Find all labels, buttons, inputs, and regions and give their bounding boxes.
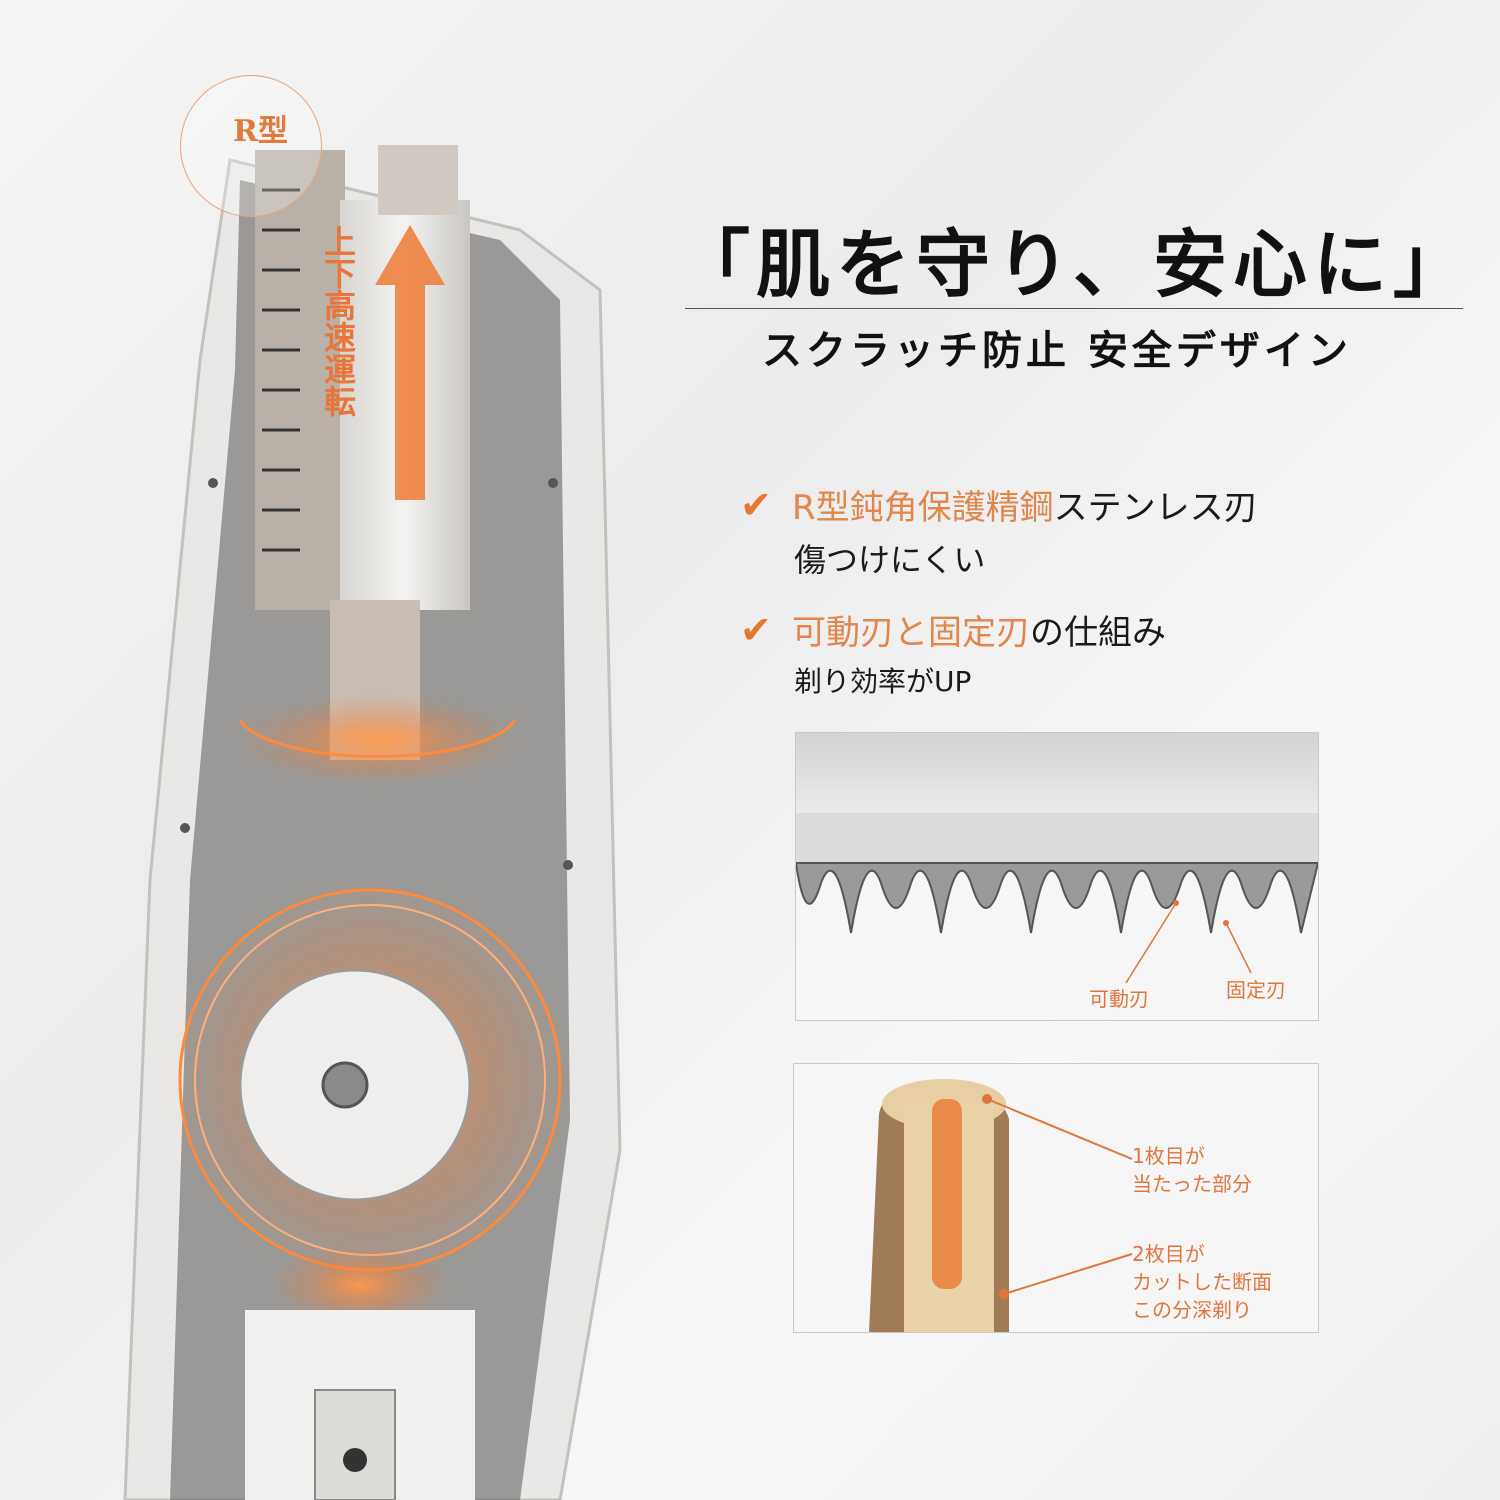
first-blade-annotation: 1枚目が 当たった部分 <box>1132 1142 1252 1198</box>
blade-teeth-diagram: 可動刃 固定刃 <box>795 732 1319 1021</box>
annotation-line: カットした断面 <box>1132 1270 1272 1294</box>
vertical-motion-label: 上下高速運転 <box>319 225 357 417</box>
feature-blade-mechanism: ✔ 可動刃と固定刃の仕組み 剃り効率がUP <box>740 605 1166 700</box>
subtitle: スクラッチ防止 安全デザイン <box>762 327 1352 374</box>
feature-text: ステンレス刃 <box>1053 488 1258 528</box>
main-title: 「肌を守り、安心に」 <box>676 222 1474 308</box>
hair-cross-section-illustration <box>869 1079 1133 1332</box>
annotation-line: 1枚目が <box>1132 1144 1205 1168</box>
fixed-blade-label: 固定刃 <box>1226 978 1286 1002</box>
annotation-line: 当たった部分 <box>1132 1172 1252 1196</box>
feature-highlight: R型鈍角保護精鋼 <box>792 488 1054 528</box>
feature-detail: 剃り効率がUP <box>794 665 972 698</box>
second-blade-annotation: 2枚目が カットした断面 この分深剃り <box>1132 1240 1272 1324</box>
title-divider <box>685 308 1463 309</box>
r-type-label: R型 <box>233 114 288 149</box>
feature-detail: 傷つけにくい <box>794 541 986 579</box>
blade-teeth-illustration <box>796 733 1318 984</box>
annotation-line: この分深剃り <box>1132 1298 1252 1322</box>
movable-blade-label: 可動刃 <box>1089 987 1149 1011</box>
shaver-cutaway-illustration <box>123 145 622 1500</box>
hair-cut-diagram: 1枚目が 当たった部分 2枚目が カットした断面 この分深剃り <box>793 1063 1319 1333</box>
check-icon: ✔ <box>740 482 772 527</box>
feature-blade-material: ✔ R型鈍角保護精鋼ステンレス刃 傷つけにくい <box>740 480 1258 581</box>
r-type-badge: R型 <box>180 75 322 217</box>
feature-highlight: 可動刃と固定刃 <box>792 613 1030 653</box>
check-icon: ✔ <box>740 607 772 652</box>
annotation-line: 2枚目が <box>1132 1242 1205 1266</box>
feature-text: の仕組み <box>1030 613 1166 653</box>
